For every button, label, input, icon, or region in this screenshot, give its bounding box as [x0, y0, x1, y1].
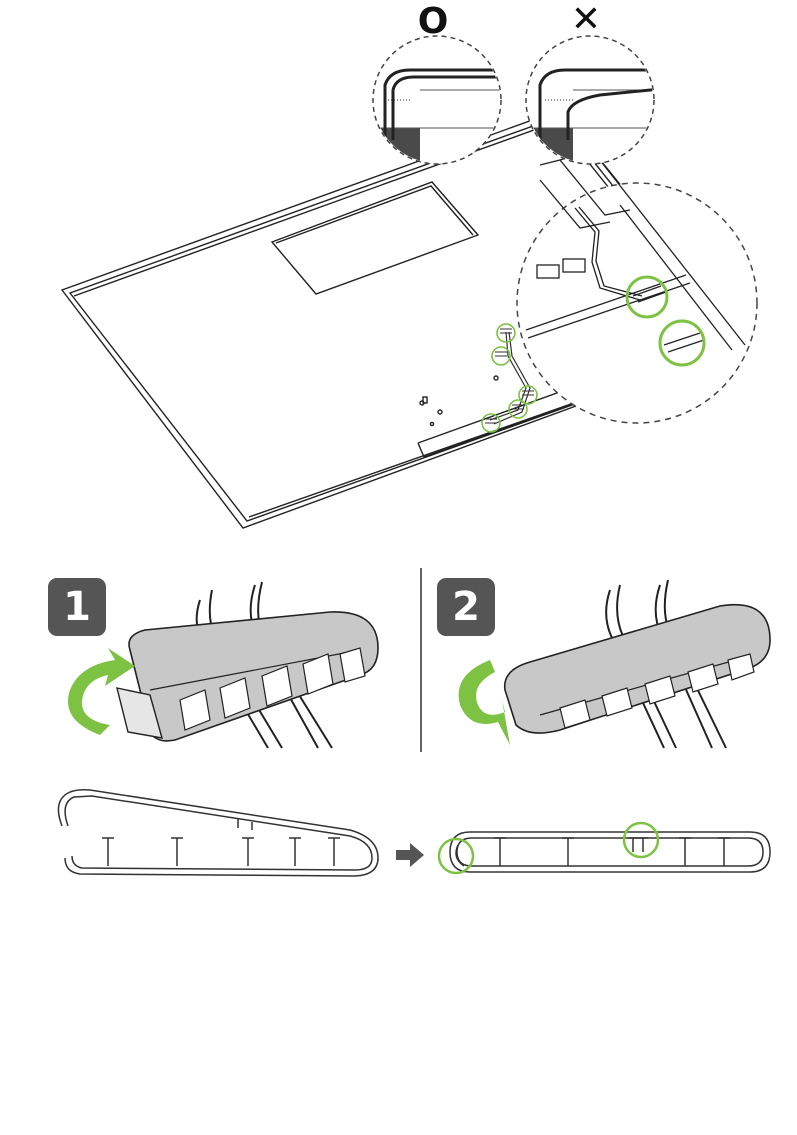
- clip-profile-open: [57, 789, 379, 877]
- step1-clip-illustration: [116, 581, 379, 749]
- correct-detail: [372, 35, 502, 165]
- incorrect-mark: ✕: [570, 0, 602, 40]
- rotate-arrow-icon-2: [458, 660, 510, 745]
- step-badge-2: 2: [437, 578, 495, 636]
- clip-profile-closed: [449, 831, 771, 873]
- clip-markers: [481, 323, 538, 433]
- correct-mark: O: [417, 1, 449, 42]
- hook-highlight: [437, 837, 475, 875]
- rotate-arrow-icon: [68, 648, 135, 735]
- arrow-right-icon: [396, 843, 424, 867]
- step2-clip-illustration: [503, 579, 771, 749]
- incorrect-detail: [525, 35, 655, 165]
- step-badge-1: 1: [48, 578, 106, 636]
- closed-latch-highlight: [622, 821, 660, 859]
